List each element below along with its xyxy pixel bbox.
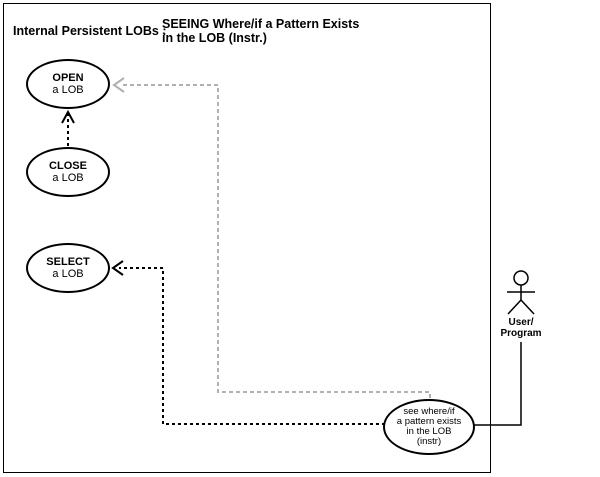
diagram-context-label: Internal Persistent LOBs : — [13, 24, 167, 38]
actor-label: User/ Program — [491, 317, 551, 339]
diagram-title-line1: SEEING Where/if a Pattern Exists — [162, 17, 360, 31]
use-case-see-pattern-line1: see where/if — [403, 406, 455, 417]
diagram-title-line2: in the LOB (Instr.) — [162, 31, 267, 45]
use-case-select-a-lob: SELECT a LOB — [26, 243, 110, 293]
use-case-close-name: CLOSE — [49, 160, 87, 172]
use-case-see-pattern-exists: see where/if a pattern exists in the LOB… — [383, 399, 475, 455]
user-program-actor-icon — [507, 270, 535, 315]
actor-label-line2: Program — [500, 328, 542, 339]
diagram-frame — [3, 3, 491, 473]
actor-label-line1: User/ — [508, 317, 534, 328]
use-case-open-a-lob: OPEN a LOB — [26, 59, 110, 109]
use-case-close-a-lob: CLOSE a LOB — [26, 147, 110, 197]
diagram-title: SEEING Where/if a Pattern Exists in the … — [162, 17, 359, 45]
use-case-select-object: a LOB — [52, 268, 84, 280]
use-case-see-pattern-line3: in the LOB — [406, 426, 452, 437]
use-case-open-name: OPEN — [52, 72, 84, 84]
use-case-open-object: a LOB — [52, 84, 84, 96]
use-case-select-name: SELECT — [46, 256, 90, 268]
use-case-close-object: a LOB — [52, 172, 84, 184]
use-case-see-pattern-line2: a pattern exists — [396, 416, 462, 427]
use-case-see-pattern-line4: (instr) — [416, 436, 442, 447]
